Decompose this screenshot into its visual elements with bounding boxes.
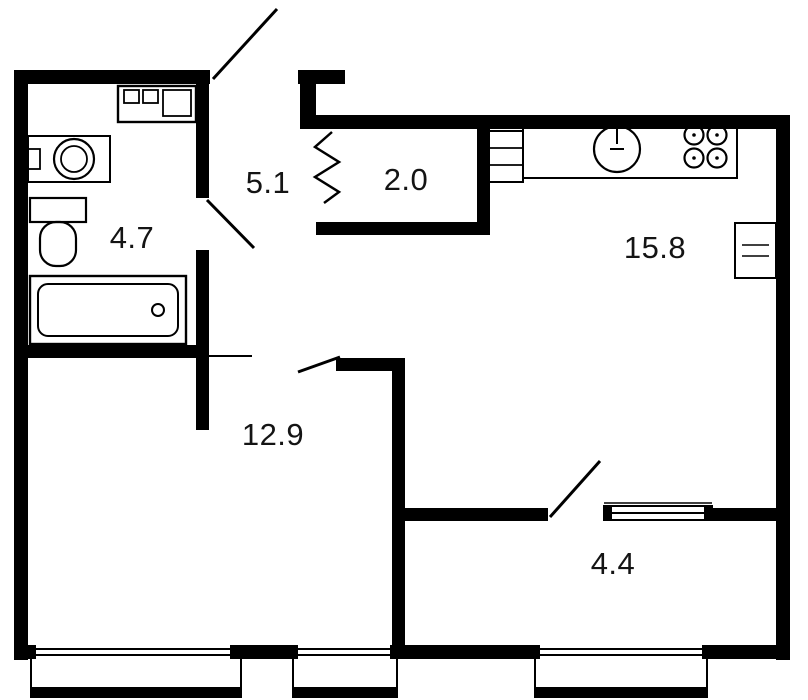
bedroom-door-swing: [297, 355, 341, 374]
washing-machine-detail: [123, 89, 140, 104]
window-end-cap: [604, 505, 612, 521]
stove-icon: [683, 124, 728, 169]
kitchen-fixtures: [488, 124, 777, 279]
room-labels: 4.7 5.1 2.0 15.8 12.9 4.4: [110, 162, 686, 581]
washbasin-tap: [27, 148, 41, 170]
wall-top-left: [14, 70, 210, 84]
wall-bathroom-right-upper: [196, 84, 209, 198]
bathtub-drain: [151, 303, 165, 317]
stove-burner: [683, 124, 705, 146]
windows: [30, 502, 713, 698]
wall-balcony-top-right: [712, 508, 776, 521]
wall-hall-stub: [196, 358, 209, 430]
window-opening: [36, 645, 230, 659]
room-label-kitchen-living: 15.8: [624, 230, 686, 265]
stove-burner-dot: [692, 156, 696, 160]
wall-left: [14, 70, 28, 660]
window-sill: [30, 687, 242, 698]
room-label-hallway: 5.1: [246, 165, 291, 200]
balcony-door-swing: [548, 460, 602, 518]
stove-burner: [706, 124, 728, 146]
vent-shaft-box: [488, 130, 524, 183]
wall-wardrobe-right: [477, 129, 490, 235]
wall-balcony-top-left: [405, 508, 548, 521]
stove-burner-dot: [692, 133, 696, 137]
stove-burner: [706, 147, 728, 169]
entrance-door-swing: [211, 7, 279, 81]
kitchen-sink-bowl: [592, 124, 642, 174]
washing-machine-detail: [142, 89, 159, 104]
window-sill: [534, 687, 708, 698]
room-label-bathroom: 4.7: [110, 220, 155, 255]
walls: [14, 70, 790, 660]
wall-bathroom-bottom: [14, 345, 209, 358]
bathtub-outer: [28, 274, 188, 346]
wall-bathroom-right-lower: [196, 250, 209, 345]
balcony-window-block: [603, 502, 713, 521]
washing-machine-icon: [116, 84, 198, 124]
washing-machine-body: [116, 84, 198, 124]
bathtub-inner: [37, 283, 179, 337]
stove-burner-dot: [715, 156, 719, 160]
window-end-cap: [704, 505, 712, 521]
toilet-icon: [28, 196, 88, 268]
wall-bedroom-right: [392, 358, 405, 645]
room-label-bedroom: 12.9: [242, 417, 304, 452]
kitchen-sink-icon: [592, 124, 642, 174]
toilet-cistern: [28, 196, 88, 224]
wall-bedroom-top: [336, 358, 405, 371]
wall-entry-stub-vertical: [300, 70, 316, 129]
wall-right: [776, 115, 790, 660]
washbasin-bowl-inner: [60, 145, 88, 173]
stove-burner-dot: [715, 133, 719, 137]
duct-box-icon: [734, 222, 777, 279]
room-label-wardrobe: 2.0: [384, 162, 429, 197]
duct-box: [734, 222, 777, 279]
toilet-bowl: [38, 220, 78, 268]
room-label-balcony: 4.4: [591, 546, 636, 581]
washing-machine-detail: [162, 89, 192, 117]
wall-top-right: [316, 115, 790, 129]
wall-wardrobe-bottom: [316, 222, 490, 235]
window-opening: [298, 645, 390, 659]
bathtub-icon: [28, 274, 188, 346]
washbasin-bowl: [52, 137, 96, 181]
vent-shaft-icon: [488, 130, 524, 183]
bathroom-door-swing: [205, 198, 256, 250]
stove-burner: [683, 147, 705, 169]
window-sill: [292, 687, 398, 698]
doors: [205, 7, 602, 518]
washbasin-icon: [27, 135, 111, 183]
kitchen-counter-outline: [522, 129, 738, 179]
bathroom-fixtures: [27, 84, 198, 346]
window-opening: [540, 645, 702, 659]
wardrobe-folding-door: [312, 131, 342, 205]
